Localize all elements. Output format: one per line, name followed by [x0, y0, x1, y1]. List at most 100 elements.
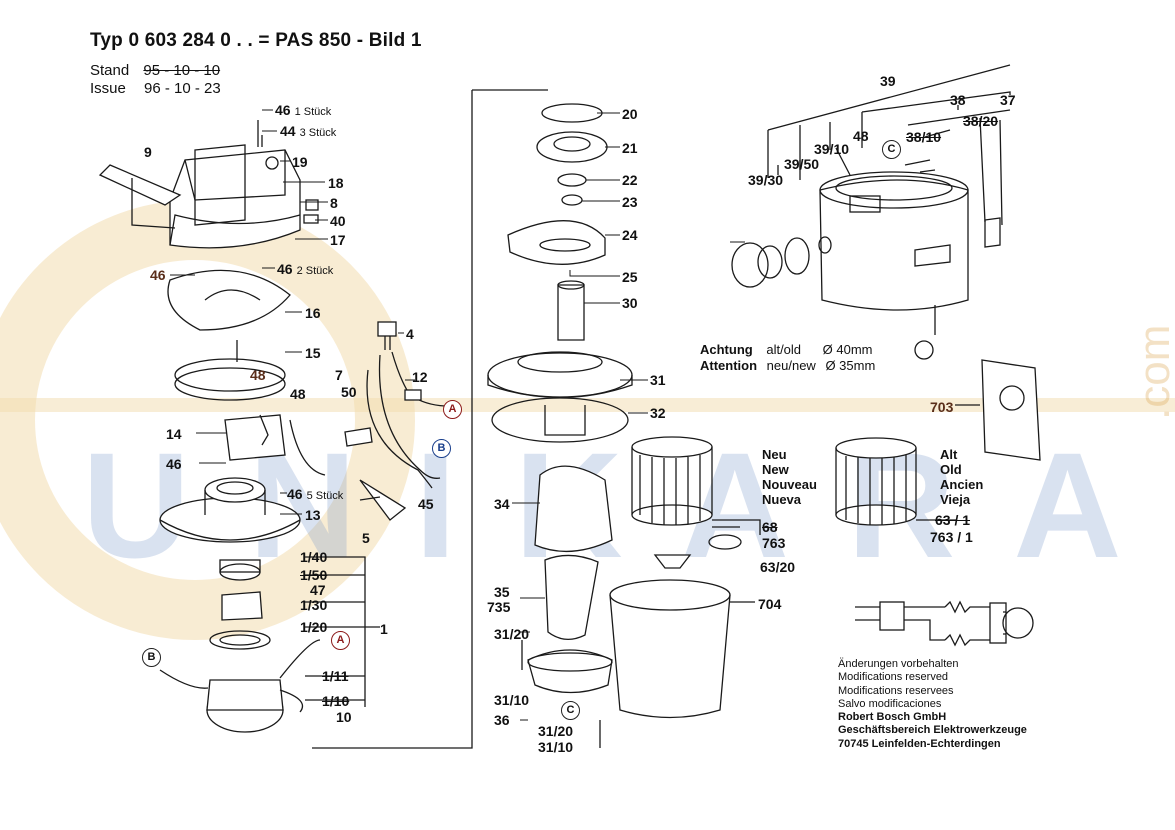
callout-c-housing: C [882, 140, 901, 159]
label-39-50: 39/50 [784, 156, 820, 172]
label-1-50: 1/50 [300, 567, 328, 583]
circuit-diagram [855, 600, 1034, 647]
label-31-20-b: 31/20 [538, 723, 574, 739]
center-separator [312, 89, 548, 749]
label-1-10: 1/10 [322, 693, 350, 709]
label-17: 17 [330, 232, 346, 248]
ring-15-drawing [174, 340, 286, 401]
label-22: 22 [622, 172, 638, 188]
label-1-20: 1/20 [300, 619, 328, 635]
label-25: 25 [622, 269, 638, 285]
filter-old-caption: Alt Old Ancien Vieja [940, 447, 984, 507]
label-36: 36 [494, 712, 510, 728]
label-63-20: 63/20 [760, 559, 796, 575]
label-39-10: 39/10 [814, 141, 850, 157]
label-735: 735 [487, 599, 511, 615]
label-1-30: 1/30 [300, 597, 328, 613]
callout-a-lower: A [331, 631, 350, 650]
label-20: 20 [622, 106, 638, 122]
filter-new-caption: Neu New Nouveau Nueva [762, 447, 817, 507]
issue-value: 96 - 10 - 23 [144, 80, 221, 97]
label-1-11: 1/11 [322, 668, 349, 684]
label-39-30: 39/30 [748, 172, 784, 188]
label-30: 30 [622, 295, 638, 311]
label-47: 47 [310, 582, 326, 598]
attention-label: Attention [700, 358, 758, 373]
label-40: 40 [330, 213, 346, 229]
filters-drawing [631, 436, 956, 569]
leader-lines [170, 109, 745, 721]
stand-label: Stand [90, 62, 130, 79]
label-15: 15 [305, 345, 321, 361]
bracket-14-drawing [224, 414, 286, 461]
wiring-drawing [289, 321, 446, 521]
bracket-lines-right [767, 64, 1011, 226]
label-8: 8 [330, 195, 338, 211]
label-48-a: 48 [250, 367, 266, 383]
label-704: 704 [758, 596, 782, 612]
label-19: 19 [292, 154, 308, 170]
stand-value: 95 - 10 - 10 [143, 62, 221, 79]
achtung-note: Achtung alt/old Ø 40mm Attention neu/new… [700, 342, 876, 373]
callout-c-center: C [561, 701, 580, 720]
label-31: 31 [650, 372, 666, 388]
label-38-10: 38/10 [906, 129, 942, 145]
label-37: 37 [1000, 92, 1016, 108]
label-1: 1 [380, 621, 388, 637]
label-32: 32 [650, 405, 666, 421]
label-4: 4 [406, 326, 414, 342]
label-48-right: 48 [853, 128, 869, 144]
label-35: 35 [494, 584, 510, 600]
label-45: 45 [418, 496, 434, 512]
housing-drawing [731, 159, 1001, 360]
label-16: 16 [305, 305, 321, 321]
label-39: 39 [880, 73, 896, 89]
label-21: 21 [622, 140, 638, 156]
label-46-b: 46 [150, 267, 166, 283]
label-763-1: 763 / 1 [930, 529, 973, 545]
label-7: 7 [335, 367, 343, 383]
label-12: 12 [412, 369, 428, 385]
label-14: 14 [166, 426, 182, 442]
label-46-d: 46 [166, 456, 182, 472]
stand-row: Stand 95 - 10 - 10 [90, 62, 220, 79]
issue-row: Issue 96 - 10 - 23 [90, 80, 221, 97]
label-23: 23 [622, 194, 638, 210]
label-31-10-a: 31/10 [494, 692, 530, 708]
label-763: 763 [762, 535, 786, 551]
callout-b-lower: B [142, 648, 161, 667]
label-24: 24 [622, 227, 638, 243]
label-13: 13 [305, 507, 321, 523]
callout-a-upper: A [443, 400, 462, 419]
label-10: 10 [336, 709, 352, 725]
credits-block: Änderungen vorbehalten Modifications res… [838, 658, 1027, 750]
label-1-40: 1/40 [300, 549, 328, 565]
label-38: 38 [950, 92, 966, 108]
motor-parts-1-drawing [159, 559, 321, 733]
bag-703-drawing [955, 359, 1041, 461]
label-68: 68 [762, 519, 778, 535]
issue-label: Issue [90, 80, 126, 97]
container-704-drawing [609, 579, 755, 719]
motor-base-13-drawing [159, 477, 301, 543]
label-63-1: 63 / 1 [935, 512, 971, 528]
label-31-10-b: 31/10 [538, 739, 574, 755]
group-1-bracket [305, 556, 380, 707]
motor-cover-drawing [98, 120, 319, 249]
diagram-title: Typ 0 603 284 0 . . = PAS 850 - Bild 1 [90, 30, 422, 51]
label-9: 9 [144, 144, 152, 160]
label-34: 34 [494, 496, 510, 512]
achtung-label: Achtung [700, 342, 753, 357]
label-50: 50 [341, 384, 357, 400]
gasket-16-drawing [167, 269, 291, 331]
label-5: 5 [362, 530, 370, 546]
label-48-b: 48 [290, 386, 306, 402]
center-parts-drawing [487, 103, 633, 748]
label-38-20: 38/20 [963, 113, 999, 129]
